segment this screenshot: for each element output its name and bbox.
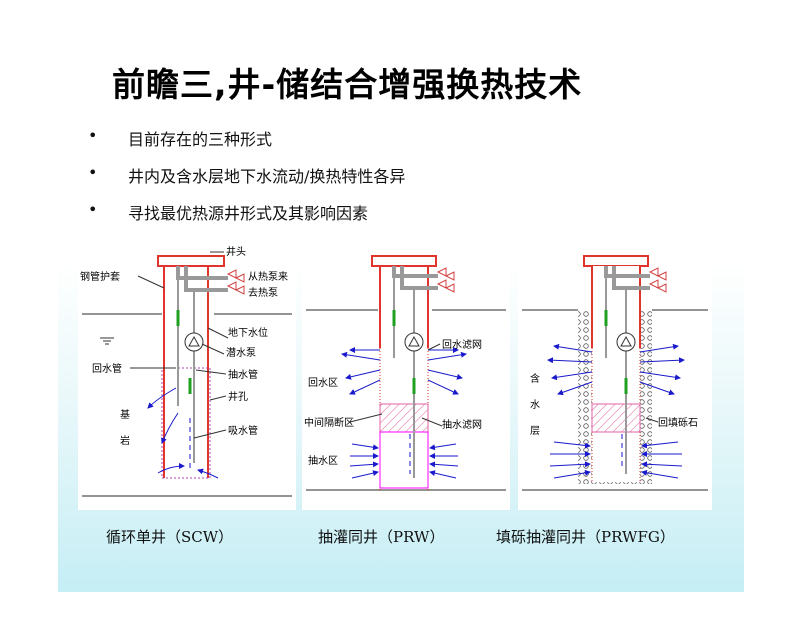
bullet-item: •井内及含水层地下水流动/换热特性各异 bbox=[88, 163, 406, 186]
bullet-dot-icon: • bbox=[88, 163, 98, 182]
scw-diagram: 井头 钢管护套 从热泵来 去热泵 地下水位 潜水泵 回水管 抽水管 井孔 基 岩… bbox=[78, 238, 296, 510]
label-aquifer-3: 层 bbox=[530, 425, 540, 437]
label-water-level: 地下水位 bbox=[228, 326, 268, 339]
bullet-list: •目前存在的三种形式 •井内及含水层地下水流动/换热特性各异 •寻找最优热源井形… bbox=[88, 126, 405, 237]
label-aquifer-2: 水 bbox=[530, 399, 540, 411]
caption-prw: 抽灌同井（PRW） bbox=[318, 528, 445, 546]
caption-scw: 循环单井（SCW） bbox=[106, 528, 234, 546]
label-bedrock-2: 岩 bbox=[120, 434, 130, 447]
label-gravel: 回填砾石 bbox=[658, 416, 698, 429]
label-pump: 潜水泵 bbox=[226, 346, 256, 359]
prw-diagram: 回水滤网 回水区 中间隔断区 抽水滤网 抽水区 bbox=[302, 238, 510, 510]
label-return-zone: 回水区 bbox=[308, 377, 338, 389]
label-separation-zone: 中间隔断区 bbox=[304, 416, 354, 429]
label-to-pump: 去热泵 bbox=[248, 286, 278, 299]
label-casing: 钢管护套 bbox=[80, 270, 120, 283]
label-intake-pipe: 吸水管 bbox=[228, 424, 258, 437]
prwfg-diagram: 含 水 层 回填砾石 bbox=[518, 238, 712, 510]
label-suction-screen: 抽水滤网 bbox=[442, 418, 482, 431]
label-return-screen: 回水滤网 bbox=[442, 338, 482, 351]
caption-prwfg: 填砾抽灌同井（PRWFG） bbox=[496, 528, 675, 546]
label-aquifer-1: 含 bbox=[530, 372, 540, 385]
bullet-dot-icon: • bbox=[88, 126, 98, 145]
label-return-pipe: 回水管 bbox=[92, 362, 122, 375]
label-from-pump: 从热泵来 bbox=[248, 270, 288, 283]
label-borehole: 井孔 bbox=[228, 390, 248, 403]
bullet-item: •寻找最优热源井形式及其影响因素 bbox=[88, 200, 369, 223]
label-wellhead: 井头 bbox=[226, 245, 246, 258]
bullet-dot-icon: • bbox=[88, 200, 98, 219]
slide-title: 前瞻三,井-储结合增强换热技术 bbox=[112, 65, 583, 104]
label-bedrock-1: 基 bbox=[120, 408, 130, 421]
bullet-item: •目前存在的三种形式 bbox=[88, 126, 273, 149]
label-suction-zone: 抽水区 bbox=[308, 454, 338, 467]
label-suction-pipe: 抽水管 bbox=[228, 368, 258, 381]
